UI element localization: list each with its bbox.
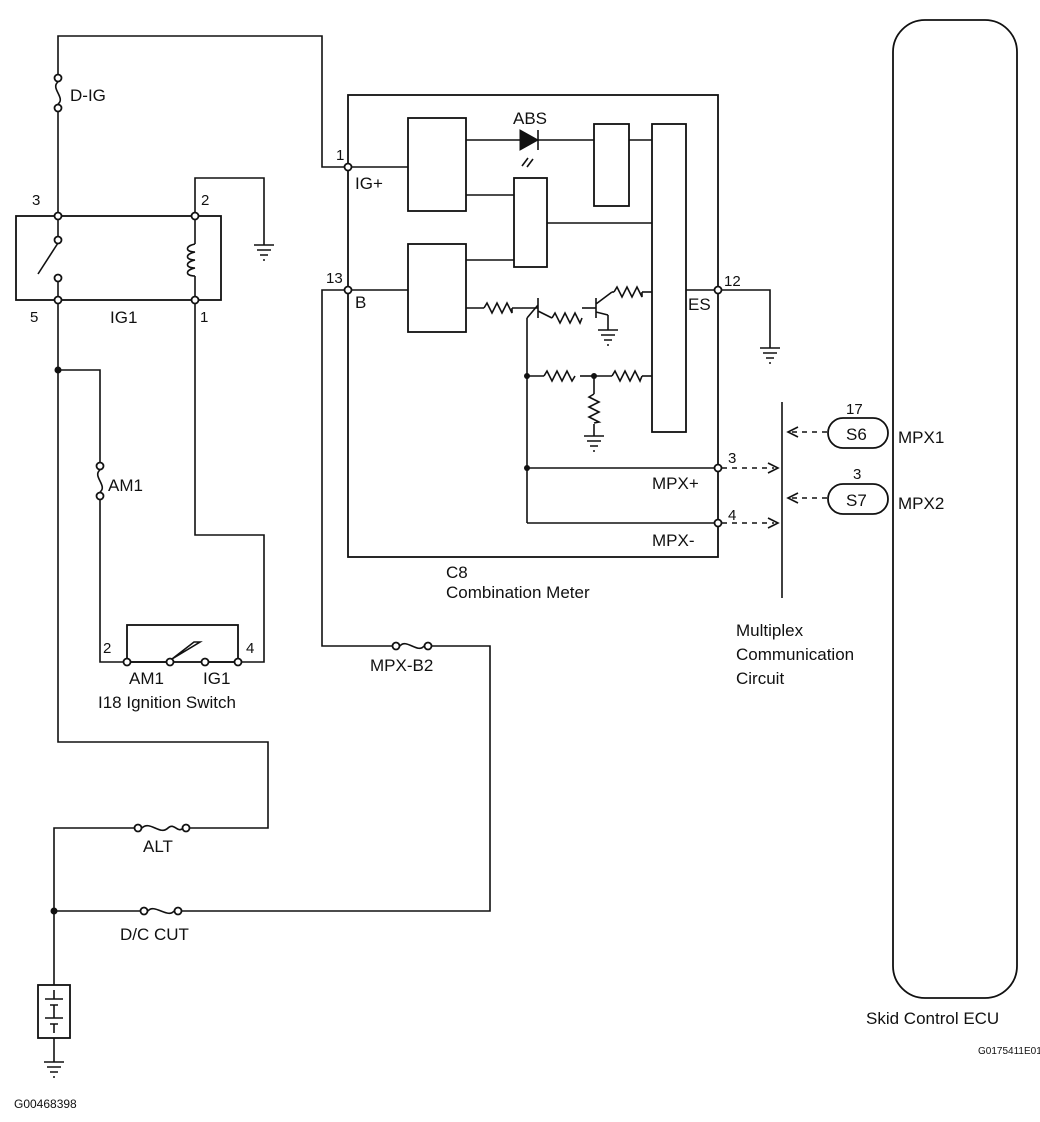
- ground-icon: [760, 347, 780, 364]
- ground-icon: [254, 244, 274, 261]
- transistor-icon: [526, 298, 553, 319]
- combination-meter: [343, 94, 771, 558]
- multiplex-bus: [722, 402, 828, 598]
- ecu-pin3: 3: [853, 466, 861, 483]
- fuse-dig-label: D-IG: [70, 86, 106, 105]
- relay-pin2: 2: [201, 192, 209, 209]
- relay-coil-icon: [186, 220, 196, 296]
- ground-icon: [44, 1061, 64, 1078]
- switch-name: I18 Ignition Switch: [98, 693, 236, 712]
- meter-name: Combination Meter: [446, 583, 590, 602]
- figure-code-left: G00468398: [14, 1097, 77, 1111]
- ecu-mpx1: MPX1: [898, 428, 944, 447]
- fuse-mpx-b2-label: MPX-B2: [370, 656, 433, 675]
- relay-pin3: 3: [32, 192, 40, 209]
- resistor-icon: [613, 285, 643, 299]
- relay-name: IG1: [110, 308, 137, 327]
- meter-pin12: 12: [724, 273, 741, 290]
- ignition-switch: [122, 624, 243, 667]
- fuse-alt-label: ALT: [143, 837, 173, 856]
- meter-pin1: 1: [336, 147, 344, 164]
- ig1-relay: [15, 211, 222, 305]
- relay-pin5: 5: [30, 309, 38, 326]
- mux-line2: Communication: [736, 645, 854, 664]
- abs-label: ABS: [513, 109, 547, 128]
- ecu-s6: S6: [846, 425, 867, 444]
- switch-pin2: 2: [103, 640, 111, 657]
- fuse-dc-cut-label: D/C CUT: [120, 925, 189, 944]
- resistor-icon: [587, 393, 602, 424]
- mux-line1: Multiplex: [736, 621, 804, 640]
- junction-dot: [54, 366, 62, 374]
- relay-pin1: 1: [200, 309, 208, 326]
- ecu-s7: S7: [846, 491, 867, 510]
- fuse-icon: [95, 461, 105, 501]
- junction-dot: [524, 373, 530, 379]
- mux-line3: Circuit: [736, 669, 784, 688]
- meter-pin13: 13: [326, 270, 343, 287]
- resistor-icon: [483, 301, 513, 315]
- fuse-icon: [53, 73, 63, 113]
- relay-switch-icon: [37, 220, 63, 296]
- meter-pin3: 3: [728, 450, 736, 467]
- transistor-icon: [595, 291, 613, 318]
- skid-control-ecu: [827, 19, 1018, 999]
- left-power-wiring: [53, 35, 491, 1062]
- meter-b: B: [355, 293, 366, 312]
- resistor-icon: [611, 369, 643, 383]
- led-icon: [519, 129, 540, 168]
- meter-pin4: 4: [728, 507, 736, 524]
- ecu-pin17: 17: [846, 401, 863, 418]
- junction-dot: [524, 465, 530, 471]
- junction-dot: [591, 373, 597, 379]
- ground-icon: [598, 329, 618, 346]
- fuse-icon: [139, 906, 183, 916]
- resistor-icon: [543, 369, 576, 383]
- fuse-icon: [133, 823, 191, 833]
- battery-icon: [37, 984, 71, 1039]
- meter-es: ES: [688, 295, 711, 314]
- ecu-name: Skid Control ECU: [866, 1009, 999, 1028]
- meter-code: C8: [446, 563, 468, 582]
- fuse-icon: [391, 641, 433, 651]
- junction-dot: [50, 907, 58, 915]
- meter-mpxminus: MPX-: [652, 531, 695, 550]
- switch-am1: AM1: [129, 669, 164, 688]
- switch-ig1: IG1: [203, 669, 230, 688]
- switch-pin4: 4: [246, 640, 254, 657]
- ecu-mpx2: MPX2: [898, 494, 944, 513]
- ground-icon: [584, 435, 604, 452]
- resistor-icon: [551, 311, 583, 325]
- fuse-am1-label: AM1: [108, 476, 143, 495]
- meter-igplus: IG+: [355, 174, 383, 193]
- meter-mpxplus: MPX+: [652, 474, 699, 493]
- figure-code-right: G0175411E01: [978, 1046, 1040, 1057]
